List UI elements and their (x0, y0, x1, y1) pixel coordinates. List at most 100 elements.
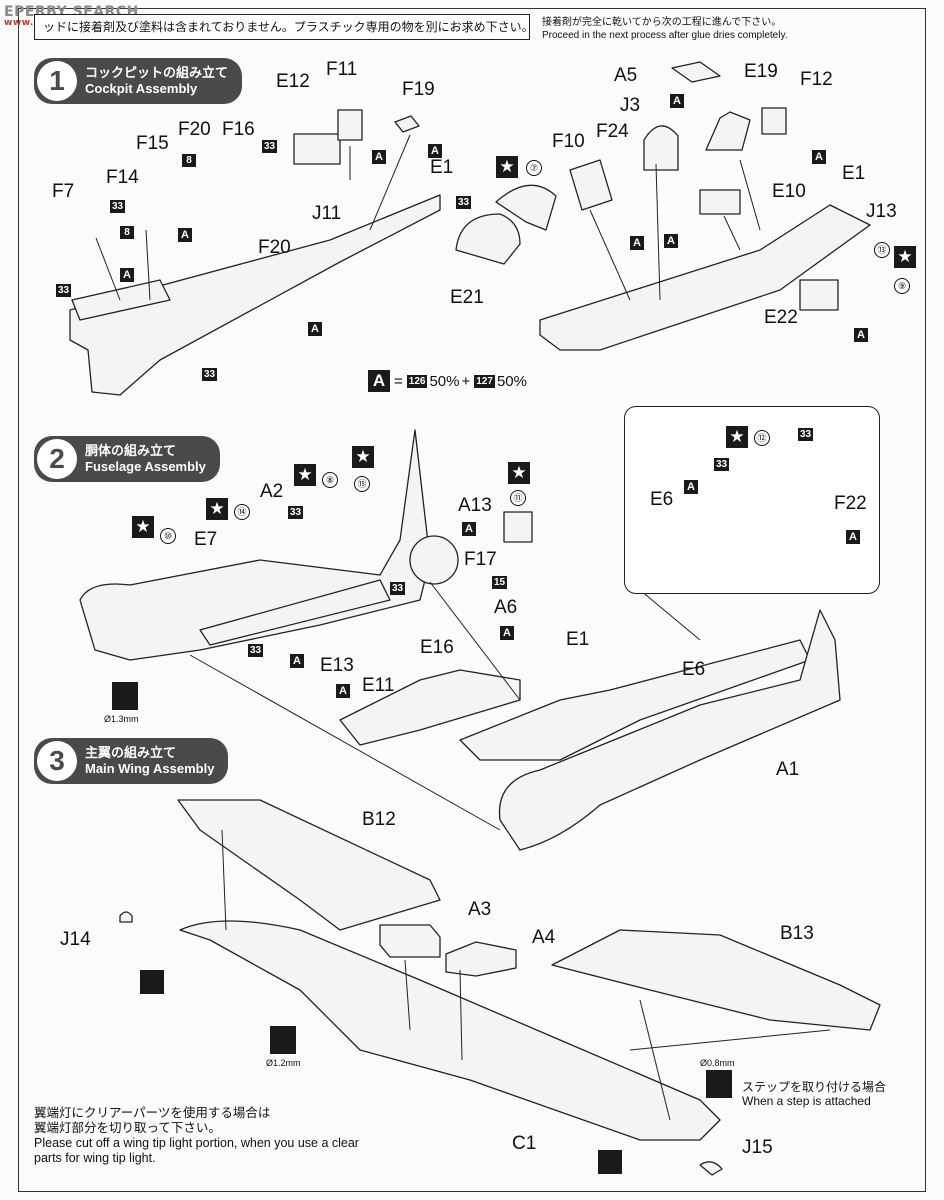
paint-code-33: 33 (56, 284, 72, 297)
part-label: F24 (596, 121, 629, 142)
part-label: F16 (222, 119, 255, 140)
paint-letter-a: A (290, 654, 304, 668)
decal-number: ⑫ (754, 430, 770, 446)
paint-letter-a: A (428, 144, 442, 158)
part-label: A6 (494, 597, 518, 618)
paint-code-8: 8 (120, 226, 134, 239)
part-label: E13 (320, 655, 354, 676)
star-icon: ★ (508, 462, 530, 484)
part-label: B12 (362, 809, 396, 830)
legend-percent-2: 50% (496, 372, 527, 390)
wingtip-note-ja-1: 翼端灯にクリアーパーツを使用する場合は (34, 1106, 271, 1120)
paint-code-33: 33 (456, 196, 472, 209)
cockpit-side-left (71, 279, 171, 321)
paint-code-33: 33 (248, 644, 264, 657)
part-label: E6 (682, 659, 706, 680)
part-label: A2 (260, 481, 284, 502)
part-f19 (394, 115, 420, 133)
drill-icon (706, 1070, 732, 1098)
decal-number: ⑭ (234, 504, 250, 520)
paint-code-33: 33 (288, 506, 304, 519)
part-label: J11 (312, 203, 342, 224)
part-label: F20 (178, 119, 211, 140)
paint-code-33: 33 (202, 368, 218, 381)
notice-text: ッドに接着剤及び塗料は含まれておりません。プラスチック専用の物を別にお求め下さい… (43, 20, 534, 34)
part-j14 (119, 911, 133, 923)
paint-letter-a: A (372, 150, 386, 164)
star-icon: ★ (352, 446, 374, 468)
star-icon: ★ (496, 156, 518, 178)
drill-icon (112, 682, 138, 710)
star-icon: ★ (894, 246, 916, 268)
part-label: E10 (772, 181, 806, 202)
decal-number: ⑨ (894, 278, 910, 294)
step-1-title-ja: コックピットの組み立て (85, 65, 229, 80)
fuselage-inner-sidewall (199, 579, 391, 646)
step-1-number: 1 (37, 61, 77, 101)
star-icon: ★ (294, 464, 316, 486)
wing-lower-c1 (179, 920, 721, 1141)
paint-code-33: 33 (714, 458, 730, 471)
part-label: J3 (620, 95, 641, 116)
part-e12-box (293, 133, 341, 165)
paint-letter-a: A (336, 684, 350, 698)
part-label: A13 (458, 495, 492, 516)
legend-letter: A (368, 370, 390, 392)
part-label: A4 (532, 927, 556, 948)
paint-letter-a: A (812, 150, 826, 164)
glue-note-ja: 接着剤が完全に乾いてから次の工程に進んで下さい。 (542, 17, 782, 28)
paint-letter-a: A (630, 236, 644, 250)
part-a4 (445, 941, 517, 977)
wing-b13 (551, 929, 881, 1031)
star-icon: ★ (132, 516, 154, 538)
step-3-number: 3 (37, 741, 77, 781)
part-label: F11 (326, 59, 358, 80)
part-label: F15 (136, 133, 169, 154)
step-attach-note: ステップを取り付ける場合 When a step is attached (742, 1080, 886, 1108)
paint-letter-a: A (120, 268, 134, 282)
paint-code-33: 33 (390, 582, 406, 595)
decal-number: ⑬ (874, 242, 890, 258)
part-label: F17 (464, 549, 497, 570)
cut-icon (140, 970, 164, 994)
wingtip-note-en-1: Please cut off a wing tip light portion,… (34, 1136, 359, 1150)
wing-b12 (177, 799, 441, 931)
part-label: E1 (430, 157, 454, 178)
cockpit-floor-left (69, 194, 441, 396)
drill-size-wing: Ø1.2mm (266, 1058, 301, 1068)
part-label: A5 (614, 65, 638, 86)
star-icon: ★ (726, 426, 748, 448)
part-label: E19 (744, 61, 778, 82)
part-label: A3 (468, 899, 492, 920)
inset-detail-box (624, 406, 880, 594)
legend-plus: + (461, 372, 471, 390)
step-2-title-en: Fuselage Assembly (85, 459, 206, 474)
part-decal-panel (503, 511, 533, 543)
legend-equals: = (394, 372, 403, 390)
legend-code-127: 127 (474, 374, 495, 388)
part-label: F19 (402, 79, 435, 100)
part-a3 (379, 924, 441, 958)
step-1-title-en: Cockpit Assembly (85, 81, 198, 96)
drill-size-fuselage: Ø1.3mm (104, 714, 139, 724)
part-label: E12 (276, 71, 310, 92)
wingtip-note-ja-2: 翼端灯部分を切り取って下さい。 (34, 1121, 221, 1135)
decal-number: ⑮ (354, 476, 370, 492)
page-frame (18, 8, 926, 1192)
decal-number: ⑦ (526, 160, 542, 176)
part-label: E1 (842, 163, 866, 184)
part-label: E16 (420, 637, 454, 658)
paint-letter-a: A (308, 322, 322, 336)
part-label: E7 (194, 529, 218, 550)
cut-icon (598, 1150, 622, 1174)
fuselage-full-a1 (498, 609, 841, 851)
paint-mix-legend: A = 126 50% + 127 50% (368, 370, 527, 392)
part-label: E22 (764, 307, 798, 328)
decal-number: ⑩ (160, 528, 176, 544)
part-e21-bulkhead-2 (495, 184, 557, 231)
part-label: J14 (60, 929, 91, 950)
